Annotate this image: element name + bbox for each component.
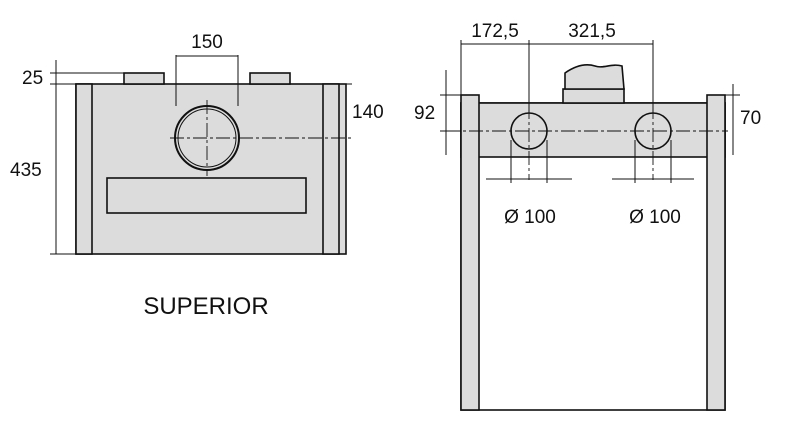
side-view-flue-top (564, 64, 625, 90)
dim-flue-depth: 140 (352, 102, 384, 123)
top-view-title: SUPERIOR (143, 293, 268, 320)
top-view: 150 25 435 140 SUPERIOR (10, 32, 384, 320)
side-view-flue-base (562, 88, 625, 104)
top-view-right-post (322, 83, 340, 255)
dim-top-offset: 25 (22, 68, 43, 89)
dim-outlet-left-offset: 172,5 (471, 21, 519, 42)
dim-outlet-diameter-left: Ø 100 (504, 207, 556, 228)
dim-outlet-spacing: 321,5 (568, 21, 616, 42)
dim-outlet-diameter-right: Ø 100 (629, 207, 681, 228)
side-view-left-post (460, 94, 480, 411)
top-view-slot (106, 177, 307, 214)
top-view-left-post (75, 83, 93, 255)
top-view-connector-right (249, 72, 291, 85)
dim-flue-width: 150 (191, 32, 223, 53)
side-view-upper-band (460, 102, 726, 158)
dim-right-height: 70 (740, 108, 761, 129)
top-view-connector-left (123, 72, 165, 85)
side-view-right-post (706, 94, 726, 411)
dim-left-height: 92 (414, 103, 435, 124)
dim-total-depth: 435 (10, 160, 42, 181)
side-view: 172,5 321,5 92 70 Ø 100 Ø 100 (414, 21, 761, 411)
